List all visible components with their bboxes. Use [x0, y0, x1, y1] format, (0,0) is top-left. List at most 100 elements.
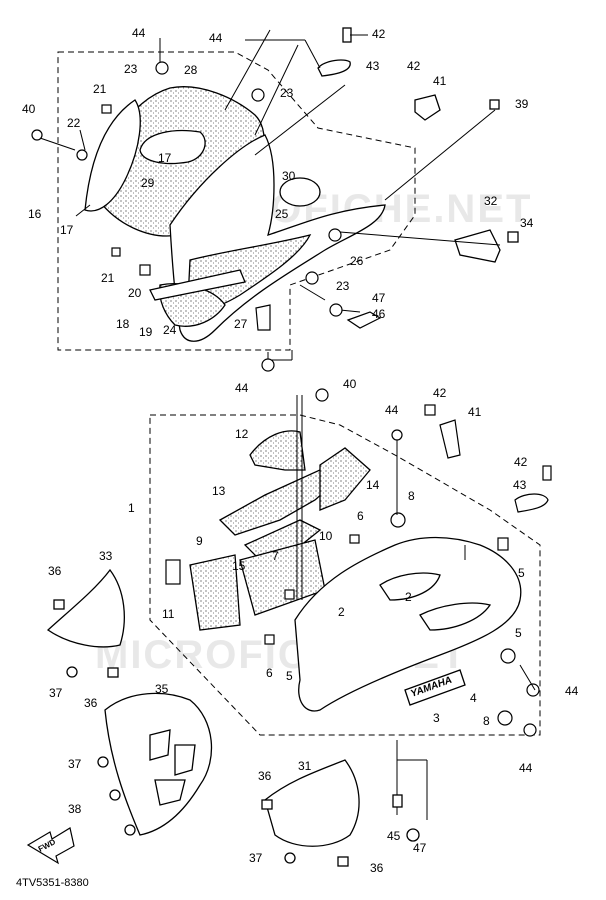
insulator-9	[189, 554, 241, 631]
part-label-36: 36	[48, 564, 62, 578]
part-label-5: 5	[515, 626, 522, 640]
bracket-32	[454, 229, 501, 263]
part-label-47: 47	[372, 291, 386, 305]
bracket-43-lower	[514, 493, 549, 513]
bracket-27	[255, 304, 271, 331]
nut-47-lower	[406, 828, 420, 842]
part-label-21: 21	[101, 271, 115, 285]
under-cowl-side-opening	[379, 572, 441, 601]
part-label-7: 7	[272, 549, 279, 563]
top-leader-lines	[39, 29, 501, 370]
part-label-35: 35	[155, 682, 169, 696]
clip-45	[392, 794, 403, 808]
stay-41-lower	[439, 419, 461, 459]
top-fasteners	[31, 61, 382, 372]
screw-42-top	[342, 27, 352, 43]
part-label-11: 11	[162, 607, 175, 621]
clip-6	[349, 534, 360, 544]
screw-42-lower-a	[424, 404, 436, 416]
part-label-42: 42	[407, 59, 421, 73]
part-label-19: 19	[139, 325, 153, 339]
nut-8-a	[390, 512, 406, 528]
diagram-code: 4TV5351-8380	[16, 877, 89, 889]
lower-right-hardware	[165, 388, 552, 737]
nut-8-c	[497, 710, 513, 726]
part-label-1: 1	[128, 501, 135, 515]
part-label-41: 41	[433, 74, 447, 88]
part-label-21: 21	[93, 82, 107, 96]
part-label-2: 2	[338, 605, 345, 619]
part-label-44: 44	[209, 31, 223, 45]
clip-7	[284, 589, 295, 600]
part-label-12: 12	[235, 427, 249, 441]
bracket-46	[346, 311, 382, 329]
part-label-17: 17	[158, 151, 172, 165]
clip-20	[139, 264, 151, 276]
part-label-8: 8	[483, 714, 490, 728]
part-label-38: 38	[68, 802, 82, 816]
part-label-15: 15	[232, 559, 246, 573]
screw-39	[489, 99, 500, 110]
nut-23-c	[305, 271, 319, 285]
part-label-30: 30	[282, 169, 296, 183]
part-label-25: 25	[275, 207, 289, 221]
part-label-45: 45	[387, 829, 401, 843]
cover-33	[46, 568, 125, 648]
bracket-31	[264, 759, 360, 847]
part-label-9: 9	[196, 534, 203, 548]
part-label-17: 17	[60, 223, 74, 237]
part-label-18: 18	[116, 317, 130, 331]
part-label-39: 39	[515, 97, 529, 111]
clip-6-b	[264, 634, 275, 645]
part-label-16: 16	[28, 207, 42, 221]
cover-35-window-b	[174, 744, 196, 776]
top-right-hardware	[317, 27, 519, 263]
clip-5-a	[497, 537, 509, 551]
part-label-42: 42	[372, 27, 386, 41]
part-label-5: 5	[518, 566, 525, 580]
part-label-23: 23	[124, 62, 138, 76]
screw-38-a	[109, 789, 121, 801]
cover-35-window-a	[149, 729, 171, 761]
nut-23-a	[155, 61, 169, 75]
part-label-13: 13	[212, 484, 226, 498]
part-label-31: 31	[298, 759, 312, 773]
nut-22	[76, 149, 88, 161]
screw-44-top	[261, 358, 275, 372]
screw-37-b	[97, 756, 109, 768]
nut-8-b	[500, 648, 516, 664]
inner-duct-window	[139, 129, 206, 165]
part-label-5: 5	[286, 669, 293, 683]
insulator-12	[249, 430, 306, 471]
part-label-28: 28	[184, 63, 198, 77]
part-label-44: 44	[235, 381, 249, 395]
clip-36-a	[53, 599, 65, 610]
part-label-22: 22	[67, 116, 81, 130]
part-label-34: 34	[520, 216, 534, 230]
part-label-40: 40	[343, 377, 357, 391]
part-label-44: 44	[519, 761, 533, 775]
part-label-44: 44	[132, 26, 146, 40]
screw-40-lower	[315, 388, 329, 402]
part-label-4: 4	[470, 691, 477, 705]
part-label-33: 33	[99, 549, 113, 563]
top-assembly-boundary	[57, 51, 416, 351]
clip-36-b	[107, 667, 119, 678]
clip-21-b	[111, 247, 121, 257]
screw-44-lower-b	[526, 683, 540, 697]
part-label-10: 10	[319, 529, 333, 543]
part-label-2: 2	[405, 590, 412, 604]
part-label-20: 20	[128, 286, 142, 300]
part-label-42: 42	[514, 455, 528, 469]
part-label-32: 32	[484, 194, 498, 208]
part-label-43: 43	[513, 478, 527, 492]
screw-44-lower-a	[391, 429, 403, 441]
part-label-24: 24	[163, 323, 177, 337]
part-label-47: 47	[413, 841, 427, 855]
screw-37-c	[284, 852, 296, 864]
clip-36-c	[261, 799, 273, 810]
cover-35-window-c	[154, 779, 186, 806]
part-label-14: 14	[366, 478, 380, 492]
part-label-23: 23	[280, 86, 294, 100]
bracket-43-top	[317, 59, 351, 77]
